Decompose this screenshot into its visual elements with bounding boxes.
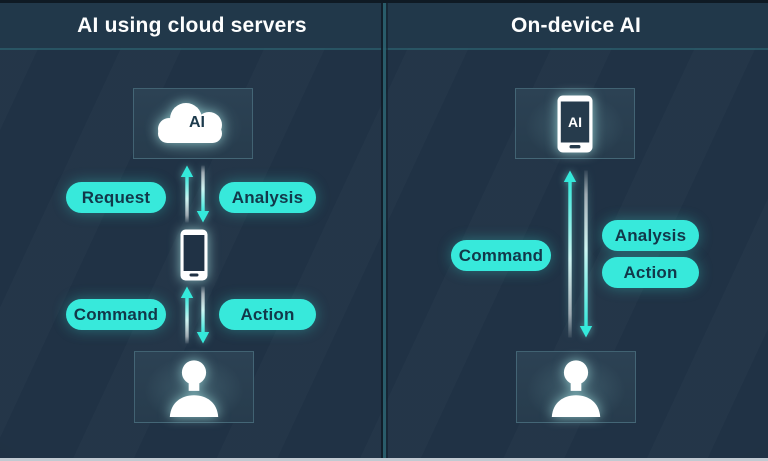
ondevice-panel-title: On-device AI	[511, 13, 641, 37]
down-arrow-icon	[579, 170, 593, 338]
command-pill-left: Command	[66, 299, 166, 330]
request-pill: Request	[66, 182, 166, 213]
analysis-label-right: Analysis	[614, 225, 687, 245]
cloud-ai-label: AI	[189, 114, 205, 131]
action-label-left: Action	[240, 304, 295, 324]
cloud-ai-icon: AI	[158, 102, 222, 143]
analysis-pill-right: Analysis	[602, 220, 699, 251]
command-label-right: Command	[458, 245, 544, 265]
action-pill-right: Action	[602, 257, 699, 288]
down-arrow-icon	[196, 165, 210, 223]
user-node-left	[134, 351, 254, 423]
request-label: Request	[81, 187, 151, 207]
down-arrow-icon	[196, 286, 210, 344]
command-label-left: Command	[73, 304, 159, 324]
command-pill-right: Command	[451, 240, 551, 271]
ondevice-arrows	[563, 170, 593, 338]
panel-divider-line	[381, 0, 388, 461]
cloud-panel-title: AI using cloud servers	[77, 13, 307, 37]
up-arrow-icon	[180, 286, 194, 344]
cloud-server-node: AI	[133, 88, 253, 159]
top-edge-strip	[0, 0, 768, 3]
action-pill-left: Action	[219, 299, 316, 330]
bottom-edge-strip	[0, 458, 768, 461]
up-arrow-icon	[563, 170, 577, 338]
user-icon	[169, 360, 219, 418]
phone-user-arrows	[180, 286, 210, 344]
up-arrow-icon	[180, 165, 194, 223]
phone-icon	[180, 229, 208, 281]
ondevice-phone-node: AI	[515, 88, 635, 159]
action-label-right: Action	[623, 262, 678, 282]
analysis-label-left: Analysis	[231, 187, 304, 207]
analysis-pill-left: Analysis	[219, 182, 316, 213]
cloud-phone-arrows	[180, 165, 210, 223]
user-node-right	[516, 351, 636, 423]
phone-ai-label: AI	[568, 114, 582, 130]
user-icon	[551, 360, 601, 418]
on-device-phone-icon: AI	[557, 95, 593, 152]
